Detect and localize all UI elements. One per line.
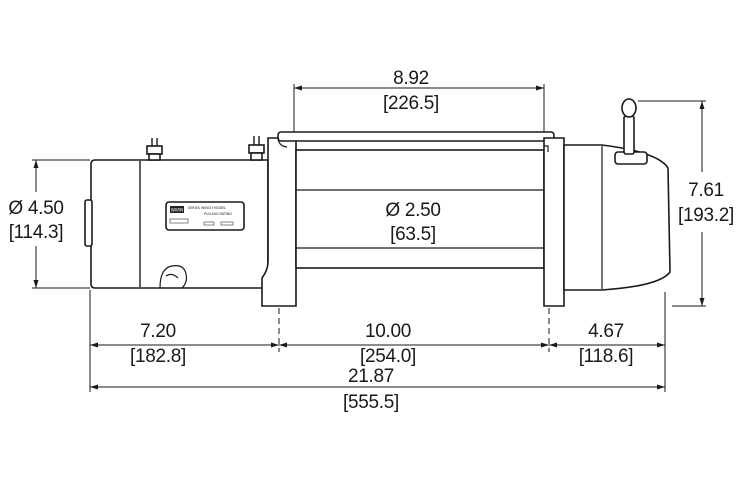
winch-outline: WARN SERIES WINCH MODEL PULLING RATING bbox=[84, 98, 671, 307]
motor-end-cap-stub bbox=[84, 199, 93, 247]
overall-length-inch: 21.87 bbox=[348, 366, 394, 387]
drum-support-left bbox=[261, 137, 297, 307]
overall-length-mm: [555.5] bbox=[343, 392, 399, 413]
nameplate-logo-text: WARN bbox=[171, 208, 183, 213]
motor-wiring bbox=[159, 265, 188, 289]
motor-to-mount-mm: [182.8] bbox=[130, 346, 186, 367]
mount-spacing-mm: [254.0] bbox=[360, 346, 416, 367]
mount-to-end-inch: 4.67 bbox=[588, 321, 624, 342]
tie-bar bbox=[277, 131, 555, 142]
nameplate-line-1: SERIES WINCH MODEL bbox=[188, 206, 226, 210]
motor-to-mount-inch: 7.20 bbox=[140, 321, 176, 342]
drum-length-mm: [226.5] bbox=[383, 93, 439, 114]
drum-length-inch: 8.92 bbox=[393, 68, 429, 89]
drum-diameter-mm: [63.5] bbox=[390, 224, 436, 245]
mount-spacing-inch: 10.00 bbox=[365, 321, 411, 342]
arrowheads bbox=[33, 85, 705, 390]
gear-housing bbox=[563, 144, 671, 291]
overall-height-mm: [193.2] bbox=[678, 205, 734, 226]
nameplate-logo bbox=[170, 206, 184, 213]
nameplate: WARN SERIES WINCH MODEL PULLING RATING bbox=[165, 201, 245, 231]
dimension-labels: 8.92 [226.5] Ø 4.50 [114.3] Ø 2.50 [63.5… bbox=[8, 68, 734, 413]
mount-to-end-mm: [118.6] bbox=[579, 346, 634, 367]
drum-diameter-inch: Ø 2.50 bbox=[385, 200, 440, 221]
terminal-post-left bbox=[146, 138, 163, 161]
motor-diameter-inch: Ø 4.50 bbox=[8, 198, 63, 219]
nameplate-line-2: PULLING RATING bbox=[204, 212, 232, 216]
overall-height-inch: 7.61 bbox=[688, 180, 724, 201]
motor-diameter-mm: [114.3] bbox=[9, 222, 64, 243]
clutch-lever bbox=[614, 98, 648, 165]
terminal-post-right bbox=[248, 136, 265, 161]
drum-support-right bbox=[543, 137, 565, 307]
